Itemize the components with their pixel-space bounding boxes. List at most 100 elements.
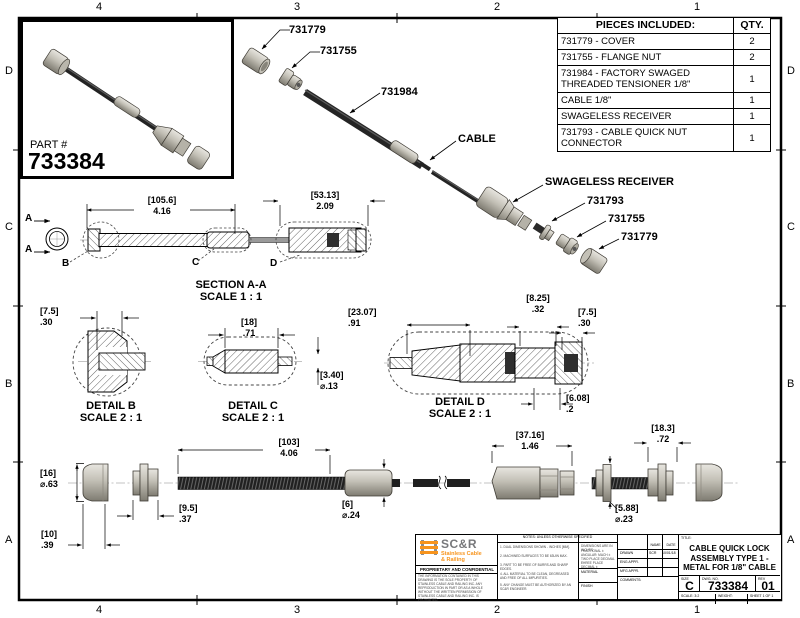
dwg-no-value: 733384 [707,579,749,593]
zone-top-1: 1 [694,1,701,13]
drawn-label: DRAWN [620,551,634,555]
dwg-no-cell: DWG. NO. 733384 [700,576,756,593]
part-qty: 2 [733,50,770,65]
note-2: 2. MACHINED SURFACES TO BE 63UIN MAX. [500,554,568,558]
detail-c-view [198,328,320,386]
dim-16: [16]⌀.63 [40,468,58,489]
part-desc: SWAGELESS RECEIVER [561,111,672,122]
drawn-date: 10/01/18 [662,551,676,555]
dim-6-08: [6.08].2 [566,393,590,414]
detail-label-d: D [270,258,278,269]
weight-text: WEIGHT: [715,594,733,604]
size-value: C [685,579,694,593]
assembly-view [68,441,740,549]
tol-line-2: FRACTIONAL ± [581,549,604,553]
note-4: 4. ALL MATERIAL TO BE CLEAN, DEGREASED A… [500,572,570,580]
scale-text: SCALE: 3:2 [681,594,700,598]
dim-18: [18].71 [240,317,257,338]
part-desc: CABLE 1/8" [561,95,612,106]
dim-3-40: [3.40]⌀.13 [320,370,344,391]
zone-right-c: C [787,221,795,233]
title-block-logo-cell: SC&R Stainless Cable & Railing PROPRIETA… [416,535,498,602]
zone-left-b: B [5,378,13,390]
zone-bottom-3: 3 [294,604,301,616]
dim-5-88: [5.88]⌀.23 [615,503,639,524]
callout-731984: 731984 [381,86,418,98]
part-desc: 731779 - COVER [561,36,635,47]
dim-7-5-b: [7.5].30 [40,306,59,327]
logo-subtitle-1: Stainless Cable [441,551,482,557]
callout-731779-bottom: 731779 [621,231,658,243]
dim-103: [103]4.06 [263,437,315,459]
tol-line-5: THREE PLACE DECIMAL ± [581,561,604,569]
exploded-view [241,29,620,274]
dim-9-5: [9.5].37 [179,503,198,524]
dim-18-3: [18.3].72 [651,423,675,444]
name-column-header: NAME [650,543,661,547]
sheet-text: SHEET 1 OF 1 [747,594,773,604]
part-qty: 1 [733,93,770,108]
callout-731779-top: 731779 [289,24,326,36]
section-arrow-label-a-top: A [25,213,33,224]
title-block-approvals-cell: NAME DATE DRAWN SCR 10/01/18 ENG APPR. M… [618,535,679,599]
zone-right-b: B [787,378,795,390]
table-header-row: PIECES INCLUDED: QTY. [558,18,770,33]
detail-label-b: B [62,258,70,269]
callout-731793: 731793 [587,195,624,207]
logo-subtitle-2: & Railing [441,557,465,563]
table-row: 731793 - CABLE QUICK NUT CONNECTOR 1 [558,124,770,151]
callout-731755-bottom: 731755 [608,213,645,225]
dim-53-13: [53.13]2.09 [299,190,351,212]
detail-label-c: C [192,257,200,268]
col-header-description: PIECES INCLUDED: [595,19,696,31]
zone-top-4: 4 [96,1,103,13]
zone-left-c: C [5,221,13,233]
note-1: 1. DUAL DIMENSIONS SHOWN - INCHES [MM]. [500,545,570,549]
material-label: MATERIAL [579,568,618,575]
callout-731755-top: 731755 [320,45,357,57]
col-header-qty: QTY. [733,18,770,33]
dim-23-07: [23.07].91 [348,307,377,328]
part-qty: 1 [733,109,770,124]
table-row: 731779 - COVER 2 [558,33,770,49]
table-row: CABLE 1/8" 1 [558,92,770,108]
drawn-name: SCR [649,551,657,555]
mfg-appr-label: MFG APPR. [620,569,640,573]
dim-105-6: [105.6]4.16 [134,195,190,217]
dwg-row: SIZE C DWG. NO. 733384 REV 01 [679,575,780,593]
comments-label: COMMENTS: [620,578,642,582]
zone-top-2: 2 [494,1,501,13]
eng-appr-label: ENG APPR. [620,560,639,564]
zone-right-d: D [787,65,795,77]
dim-6: [6]⌀.24 [342,499,360,520]
zone-bottom-4: 4 [96,604,103,616]
tol-line-3: ANGULAR: MACH ± [581,553,611,557]
title-block-notes-cell: 1. DUAL DIMENSIONS SHOWN - INCHES [MM]. … [498,535,579,599]
zone-left-a: A [5,534,13,546]
table-row: 731984 - FACTORY SWAGED THREADED TENSION… [558,65,770,92]
zone-top-3: 3 [294,1,301,13]
part-desc: 731755 - FLANGE NUT [561,52,662,63]
zone-bottom-2: 2 [494,604,501,616]
rev-value: 01 [761,579,775,593]
note-5: 5. ANY CHANGE MUST BE AUTHORIZED BY AN S… [500,583,572,591]
title-block-title-cell: TITLE: CABLE QUICK LOCK ASSEMBLY TYPE 1 … [679,535,780,604]
zone-left-d: D [5,65,13,77]
title-block: SC&R Stainless Cable & Railing PROPRIETA… [415,534,782,604]
date-column-header: DATE [666,543,676,547]
size-cell: SIZE C [679,576,700,593]
logo-text: SC&R [441,537,478,551]
part-number-label: PART # [30,139,68,151]
table-row: 731755 - FLANGE NUT 2 [558,49,770,65]
rev-cell: REV 01 [756,576,780,593]
detail-d-view [384,323,595,410]
scr-logo-icon [420,540,438,555]
note-3: 3. PART TO BE FREE OF BURRS AND SHARP ED… [500,563,569,571]
proprietary-header: PROPRIETARY AND CONFIDENTIAL [416,565,498,574]
pieces-included-table: PIECES INCLUDED: QTY. 731779 - COVER 2 7… [557,17,771,152]
part-box [20,19,234,179]
